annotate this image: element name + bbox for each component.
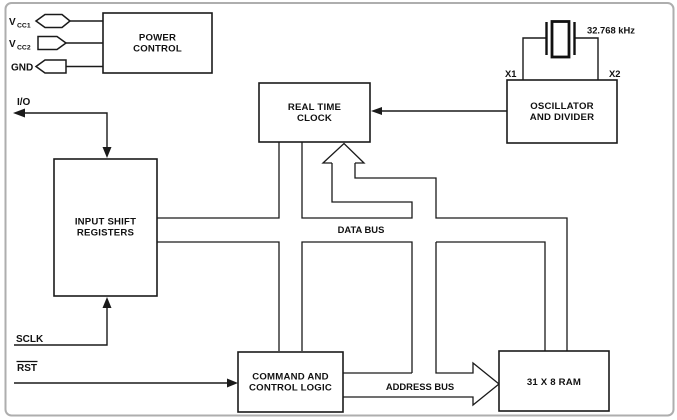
crystal-wire-x1 bbox=[522, 37, 546, 81]
up-arrowhead-icon bbox=[102, 297, 112, 308]
command-control-logic-block bbox=[237, 351, 344, 413]
data-bus-path bbox=[354, 163, 568, 351]
x1-label: X1 bbox=[505, 68, 516, 79]
oscillator-divider-label: OSCILLATOR bbox=[530, 101, 593, 112]
vcc1-label: V bbox=[9, 17, 16, 28]
left-arrowhead-icon bbox=[371, 107, 382, 115]
input-shift-registers-label: REGISTERS bbox=[77, 228, 135, 239]
sclk-wire bbox=[14, 305, 108, 346]
figure-border bbox=[4, 2, 675, 417]
power-control-label: POWER bbox=[139, 33, 176, 44]
gnd-label: GND bbox=[11, 63, 33, 74]
data-bus-path bbox=[301, 142, 413, 219]
input-shift-registers-block bbox=[53, 158, 158, 297]
data-bus-path bbox=[301, 241, 413, 373]
gnd-pin-symbol bbox=[34, 59, 67, 74]
crystal-frequency-label: 32.768 kHz bbox=[587, 25, 635, 36]
oscillator-divider-label: AND DIVIDER bbox=[530, 112, 595, 123]
vcc1-subscript: CC1 bbox=[17, 23, 31, 30]
address-bus-arrowhead bbox=[343, 383, 500, 407]
data-bus-path bbox=[436, 241, 546, 351]
input-shift-registers-label: INPUT SHIFT bbox=[75, 217, 136, 228]
vcc2-label: V bbox=[9, 39, 16, 50]
crystal-symbol bbox=[522, 20, 599, 81]
crystal-wire-x2 bbox=[575, 37, 599, 81]
data-bus-path bbox=[157, 142, 280, 219]
io-label: I/O bbox=[17, 97, 31, 108]
real-time-clock-label: CLOCK bbox=[297, 113, 332, 124]
rst-label: RST bbox=[17, 363, 37, 374]
x2-label: X2 bbox=[609, 68, 620, 79]
data-bus-arrowhead bbox=[321, 142, 366, 164]
data-bus-path bbox=[157, 241, 280, 351]
io-wire bbox=[23, 112, 108, 150]
command-control-logic-label: CONTROL LOGIC bbox=[249, 383, 332, 394]
power-control-label: CONTROL bbox=[133, 44, 182, 55]
address-bus-label: ADDRESS BUS bbox=[386, 381, 454, 392]
command-control-logic-label: COMMAND AND bbox=[252, 372, 328, 383]
ram-label: 31 X 8 RAM bbox=[527, 377, 581, 388]
real-time-clock-label: REAL TIME bbox=[288, 102, 342, 113]
down-arrowhead-icon bbox=[102, 147, 112, 158]
left-arrowhead-icon bbox=[13, 108, 25, 118]
sclk-label: SCLK bbox=[16, 334, 44, 345]
power-control-block bbox=[102, 12, 213, 74]
vcc1-pin-symbol bbox=[34, 13, 72, 29]
data-bus-label: DATA BUS bbox=[338, 224, 385, 235]
ram-block bbox=[498, 350, 610, 412]
real-time-clock-block bbox=[258, 82, 371, 143]
address-bus-path bbox=[435, 242, 500, 385]
crystal-body bbox=[550, 20, 571, 59]
right-arrowhead-icon bbox=[227, 378, 238, 388]
oscillator-divider-block bbox=[506, 79, 618, 144]
vcc2-pin-symbol bbox=[37, 35, 68, 51]
vcc2-subscript: CC2 bbox=[17, 45, 31, 52]
